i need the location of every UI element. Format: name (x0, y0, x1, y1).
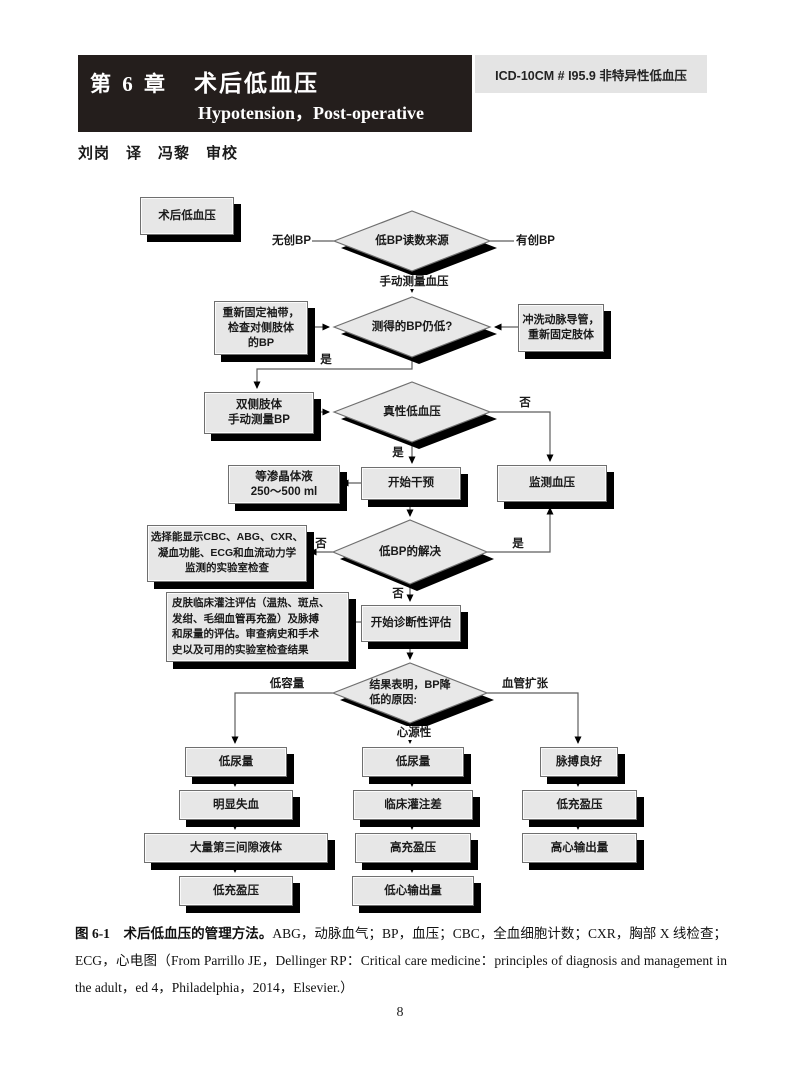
flow-decision-bp-source: 低BP读数来源 (375, 234, 449, 247)
flow-node-center-high-filling: 高充盈压 (355, 833, 471, 863)
flow-node-center-low-urine: 低尿量 (362, 747, 464, 777)
flow-node-center-poor-perfusion: 临床灌注差 (353, 790, 473, 820)
figure-caption: 图 6-1 术后低血压的管理方法。ABG，动脉血气；BP，血压；CBC，全血细胞… (75, 920, 727, 1001)
flow-node-diagnostic-eval: 开始诊断性评估 (361, 605, 461, 642)
flow-node-right-good-pulse: 脉搏良好 (540, 747, 618, 777)
flow-decision-true-hypotension: 真性低血压 (383, 405, 441, 418)
branch-label-cardiogenic: 心源性 (388, 726, 440, 740)
figure-caption-body: ABG，动脉血气；BP，血压；CBC，全血细胞计数；CXR，胸部 X 线检查；E… (75, 926, 727, 995)
flow-node-intervene: 开始干预 (361, 467, 461, 500)
flow-node-left-low-urine: 低尿量 (185, 747, 287, 777)
flow-node-flush-line: 冲洗动脉导管， 重新固定肢体 (518, 304, 604, 352)
figure-caption-title: 图 6-1 术后低血压的管理方法。 (75, 926, 273, 941)
chapter-title-zh-line: 第 6 章 术后低血压 (90, 64, 319, 98)
branch-label-no-3: 否 (392, 588, 404, 600)
branch-label-hypovolemia: 低容量 (269, 678, 305, 690)
flow-node-start: 术后低血压 (140, 197, 234, 235)
flow-node-crystalloid: 等渗晶体液 250～500 ml (228, 465, 340, 504)
flow-decision-bp-resolved: 低BP的解决 (379, 545, 441, 558)
icd-code-strip: ICD-10CM # I95.9 非特异性低血压 (475, 55, 707, 93)
flow-decision-results-cause: 结果表明，BP降 低的原因: (369, 679, 451, 706)
decision-diamonds (331, 210, 497, 730)
branch-label-vasodilation: 血管扩张 (502, 678, 548, 690)
flow-node-left-blood-loss: 明显失血 (179, 790, 293, 820)
page-number: 8 (396, 1005, 404, 1020)
chapter-number: 第 6 章 (90, 72, 168, 96)
flow-node-left-third-space: 大量第三间隙液体 (144, 833, 328, 863)
branch-label-manual-measure: 手动测量血压 (373, 275, 455, 289)
connector-lines (231, 240, 582, 873)
branch-label-invasive-bp: 有创BP (516, 235, 555, 247)
flow-node-refix-cuff: 重新固定袖带， 检查对侧肢体 的BP (214, 301, 308, 355)
flow-node-right-low-filling: 低充盈压 (522, 790, 637, 820)
flow-node-center-low-output: 低心输出量 (352, 876, 474, 906)
branch-label-yes-3: 是 (512, 538, 524, 550)
chapter-title-zh: 术后低血压 (194, 70, 319, 96)
chapter-header-bar: 第 6 章 术后低血压 Hypotension，Post-operative (78, 55, 472, 132)
flow-node-left-low-filling: 低充盈压 (179, 876, 293, 906)
branch-label-noninvasive-bp: 无创BP (272, 235, 311, 247)
flow-node-right-high-output: 高心输出量 (522, 833, 637, 863)
branch-label-yes-1: 是 (320, 354, 332, 366)
flow-node-bilateral-bp: 双侧肢体 手动测量BP (204, 392, 314, 434)
branch-label-yes-2: 是 (392, 447, 404, 459)
flow-node-monitor-bp: 监测血压 (497, 465, 607, 502)
branch-label-no-2: 否 (315, 538, 327, 550)
translators-line: 刘岗 译 冯黎 审校 (78, 146, 239, 162)
flow-node-skin-perfusion: 皮肤临床灌注评估（温热、斑点、 发绀、毛细血管再充盈）及脉搏 和尿量的评估。审查… (166, 592, 349, 662)
chapter-title-en: Hypotension，Post-operative (198, 103, 424, 123)
branch-label-no-1: 否 (519, 397, 531, 409)
flow-decision-still-low: 测得的BP仍低? (371, 320, 453, 333)
flow-node-lab-tests: 选择能显示CBC、ABG、CXR、 凝血功能、ECG和血流动力学 监测的实验室检… (147, 525, 307, 582)
